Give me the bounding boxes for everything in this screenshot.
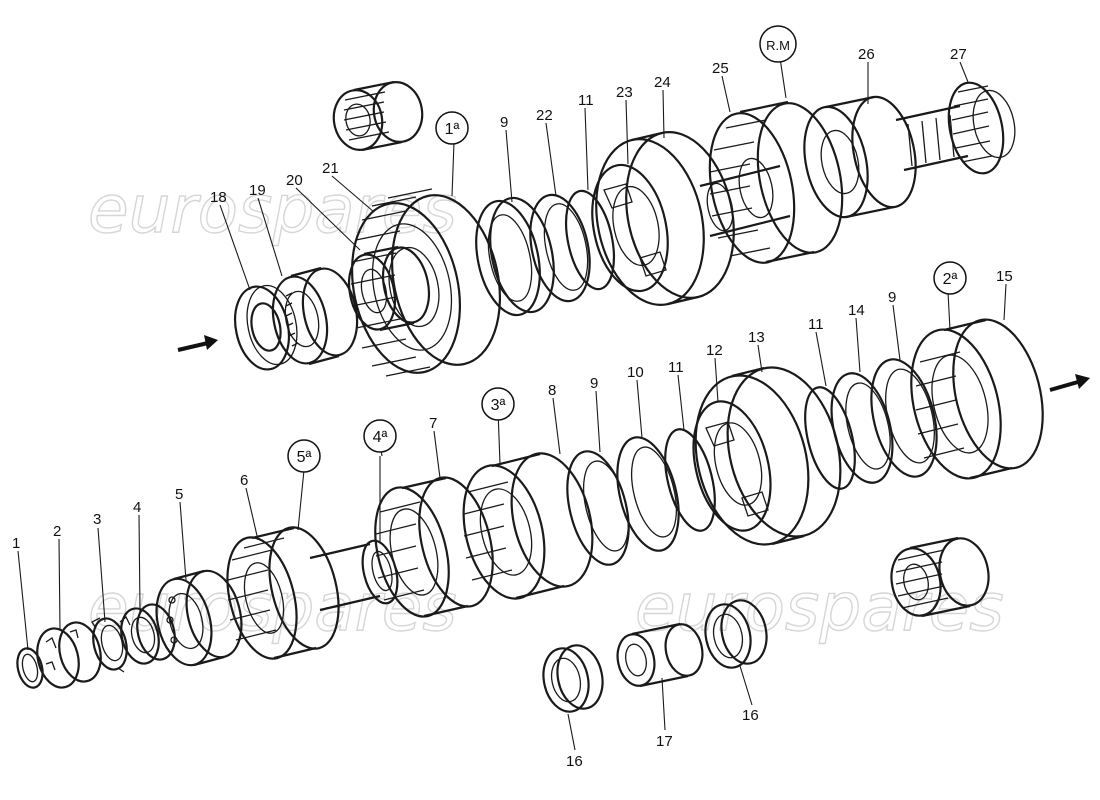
callout-27: 27 <box>950 46 967 63</box>
part-16-needle-bearing-a <box>542 644 604 713</box>
label-third-gear: 3ª <box>481 387 515 421</box>
label-first-gear-text: 1ª <box>445 121 460 138</box>
label-fourth-gear-text: 4ª <box>373 429 388 446</box>
lower-shaft-assembly <box>16 318 1090 713</box>
callout-12: 12 <box>706 342 723 359</box>
callout-9-lower-b: 9 <box>888 289 896 306</box>
label-fifth-gear: 5ª <box>287 439 321 473</box>
gear-ratio-labels: 1ª 2ª 3ª 4ª 5ª R.M <box>287 25 967 473</box>
callout-labels: 1 2 3 4 5 6 7 8 9 10 11 12 13 11 14 9 15… <box>12 46 1013 770</box>
leader-lines <box>17 57 1007 751</box>
part-4-spacer <box>120 603 176 665</box>
callout-22: 22 <box>536 107 553 124</box>
part-18-thrust-washer <box>234 284 298 371</box>
part-21-first-gear <box>350 188 502 377</box>
callout-1: 1 <box>12 535 20 552</box>
callout-3: 3 <box>93 511 101 528</box>
callout-8: 8 <box>548 382 556 399</box>
label-reverse-gear-text: R.M <box>766 38 790 53</box>
part-9-synchro-ring-upper <box>475 196 555 317</box>
callout-9-lower-a: 9 <box>590 375 598 392</box>
part-9-synchro-ring-lower-a <box>566 450 630 566</box>
callout-23: 23 <box>616 84 633 101</box>
part-11-retaining-ring-lower-b <box>804 386 856 490</box>
upper-shaft-assembly <box>177 80 1016 377</box>
label-first-gear: 1ª <box>435 111 469 145</box>
part-6-fifth-gear <box>226 526 340 660</box>
label-reverse-gear: R.M <box>759 25 797 63</box>
part-22-spring-ring <box>529 193 591 303</box>
callout-16-a: 16 <box>566 753 583 770</box>
input-arrow <box>177 335 218 352</box>
part-3-lock-washer <box>91 615 131 673</box>
needle-bearing-lower-right <box>890 536 990 618</box>
callout-17: 17 <box>656 733 673 750</box>
callout-11-lower-b: 11 <box>808 316 824 333</box>
part-26-taper-bearing <box>803 95 917 219</box>
callout-15: 15 <box>996 268 1013 285</box>
label-second-gear-text: 2ª <box>943 271 958 288</box>
part-20-bush <box>347 245 431 332</box>
part-15-second-gear <box>910 318 1044 480</box>
callout-20: 20 <box>286 172 303 189</box>
label-fifth-gear-text: 5ª <box>297 449 312 466</box>
part-17-spacer-bush <box>616 622 704 688</box>
part-21-gear-teeth <box>350 188 433 377</box>
part-1-circlip <box>16 647 44 689</box>
label-fourth-gear: 4ª <box>363 419 397 453</box>
callout-5: 5 <box>175 486 183 503</box>
part-9-synchro-ring-lower-b <box>870 358 938 478</box>
part-2-nut <box>36 621 102 689</box>
callout-11-lower-a: 11 <box>668 359 684 376</box>
callout-14: 14 <box>848 302 865 319</box>
label-second-gear: 2ª <box>933 261 967 295</box>
callout-13: 13 <box>748 329 765 346</box>
callout-24: 24 <box>654 74 671 91</box>
callout-7: 7 <box>429 415 437 432</box>
watermark-layer: eurospares eurospares eurospares <box>87 170 1004 646</box>
part-25-reverse-gear <box>708 100 844 264</box>
watermark-top: eurospares <box>88 171 457 248</box>
part-16-needle-bearing-b <box>704 599 768 669</box>
part-11-retaining-ring-upper <box>565 189 615 291</box>
callout-4: 4 <box>133 499 141 516</box>
callout-11-upper: 11 <box>578 92 594 109</box>
callout-25: 25 <box>712 60 729 77</box>
callout-2: 2 <box>53 523 61 540</box>
label-third-gear-text: 3ª <box>491 397 506 414</box>
callout-6: 6 <box>240 472 248 489</box>
part-8-third-gear <box>462 452 594 600</box>
callout-18: 18 <box>210 189 227 206</box>
part-27-splined-shaft-end <box>895 81 1016 175</box>
callout-10: 10 <box>627 364 644 381</box>
callout-21: 21 <box>322 160 339 177</box>
lower-shaft-section-a <box>309 542 381 612</box>
part-24-sliding-sleeve <box>595 131 735 306</box>
output-arrow <box>1049 374 1090 392</box>
watermark-bottom-right: eurospares <box>635 569 1004 646</box>
callout-19: 19 <box>249 182 266 199</box>
callout-9-upper: 9 <box>500 114 508 131</box>
needle-bearing-upper <box>332 80 424 152</box>
callout-26: 26 <box>858 46 875 63</box>
callout-16-b: 16 <box>742 707 759 724</box>
part-10-spring-ring <box>616 436 680 552</box>
part-5-ball-bearing <box>155 569 243 667</box>
part-11-retaining-ring-lower-a <box>664 428 716 532</box>
part-19-roller-bearing <box>271 266 359 366</box>
